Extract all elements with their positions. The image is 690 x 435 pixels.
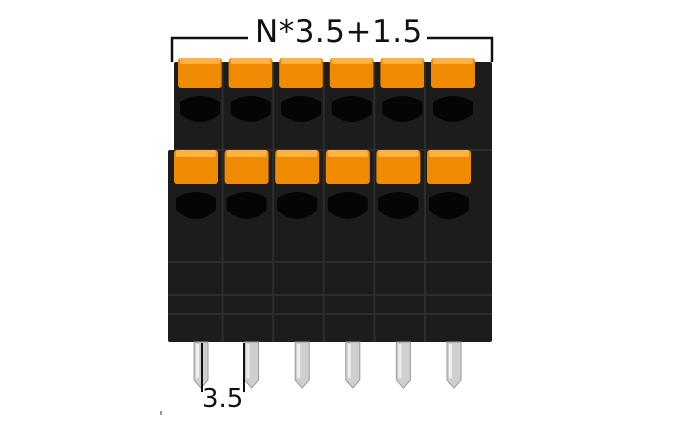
lower-lever-highlight-3 xyxy=(277,150,318,157)
upper-wire-hole-3 xyxy=(281,96,322,122)
upper-lever-highlight-5 xyxy=(382,58,423,64)
upper-wire-hole-1 xyxy=(180,96,220,122)
upper-wire-hole-5 xyxy=(382,96,423,122)
lower-wire-hole-5 xyxy=(378,192,419,219)
lower-wire-hole-2 xyxy=(226,192,267,219)
terminal-block-housing xyxy=(168,58,492,342)
solder-pin-shine-1 xyxy=(196,344,199,378)
overall-width-dimension xyxy=(170,36,494,62)
upper-lever-highlight-3 xyxy=(281,58,322,64)
lower-lever-highlight-6 xyxy=(429,150,469,157)
solder-pin-shine-5 xyxy=(398,344,402,378)
upper-lever-highlight-2 xyxy=(230,58,271,64)
lower-lever-highlight-1 xyxy=(176,150,216,157)
stray-mark xyxy=(160,411,162,415)
pitch-dimension xyxy=(201,343,245,392)
upper-lever-highlight-1 xyxy=(180,58,220,64)
overall-width-line-right xyxy=(418,36,494,62)
solder-pins xyxy=(193,341,462,389)
lower-lever-highlight-2 xyxy=(226,150,267,157)
lower-lever-4 xyxy=(325,150,370,184)
overall-width-line-left xyxy=(170,36,248,62)
upper-wire-hole-2 xyxy=(230,96,271,122)
lower-wire-hole-4 xyxy=(327,192,368,219)
lower-wire-hole-6 xyxy=(429,192,469,219)
lower-lever-1 xyxy=(174,150,218,184)
upper-lever-2 xyxy=(228,58,273,88)
upper-lever-5 xyxy=(380,58,425,88)
lower-lever-highlight-5 xyxy=(378,150,419,157)
upper-wire-hole-6 xyxy=(433,96,473,122)
lower-lever-6 xyxy=(427,150,471,184)
upper-lever-highlight-4 xyxy=(331,58,372,64)
lower-lever-3 xyxy=(275,150,320,184)
upper-lever-3 xyxy=(279,58,324,88)
lower-lever-highlight-4 xyxy=(327,150,368,157)
solder-pin-shine-2 xyxy=(246,344,250,378)
solder-pin-shine-6 xyxy=(449,344,452,378)
upper-lever-1 xyxy=(178,58,222,88)
upper-lever-highlight-6 xyxy=(433,58,473,64)
pitch-label: 3.5 xyxy=(202,384,244,414)
solder-pin-shine-3 xyxy=(297,344,301,378)
upper-lever-4 xyxy=(329,58,374,88)
overall-width-label: N*3.5+1.5 xyxy=(251,14,427,50)
solder-pin-shine-4 xyxy=(347,344,351,378)
upper-wire-hole-4 xyxy=(331,96,372,122)
lower-wire-hole-3 xyxy=(277,192,318,219)
lower-wire-hole-1 xyxy=(176,192,216,219)
lower-lever-2 xyxy=(224,150,269,184)
lower-lever-5 xyxy=(376,150,421,184)
upper-lever-6 xyxy=(431,58,475,88)
